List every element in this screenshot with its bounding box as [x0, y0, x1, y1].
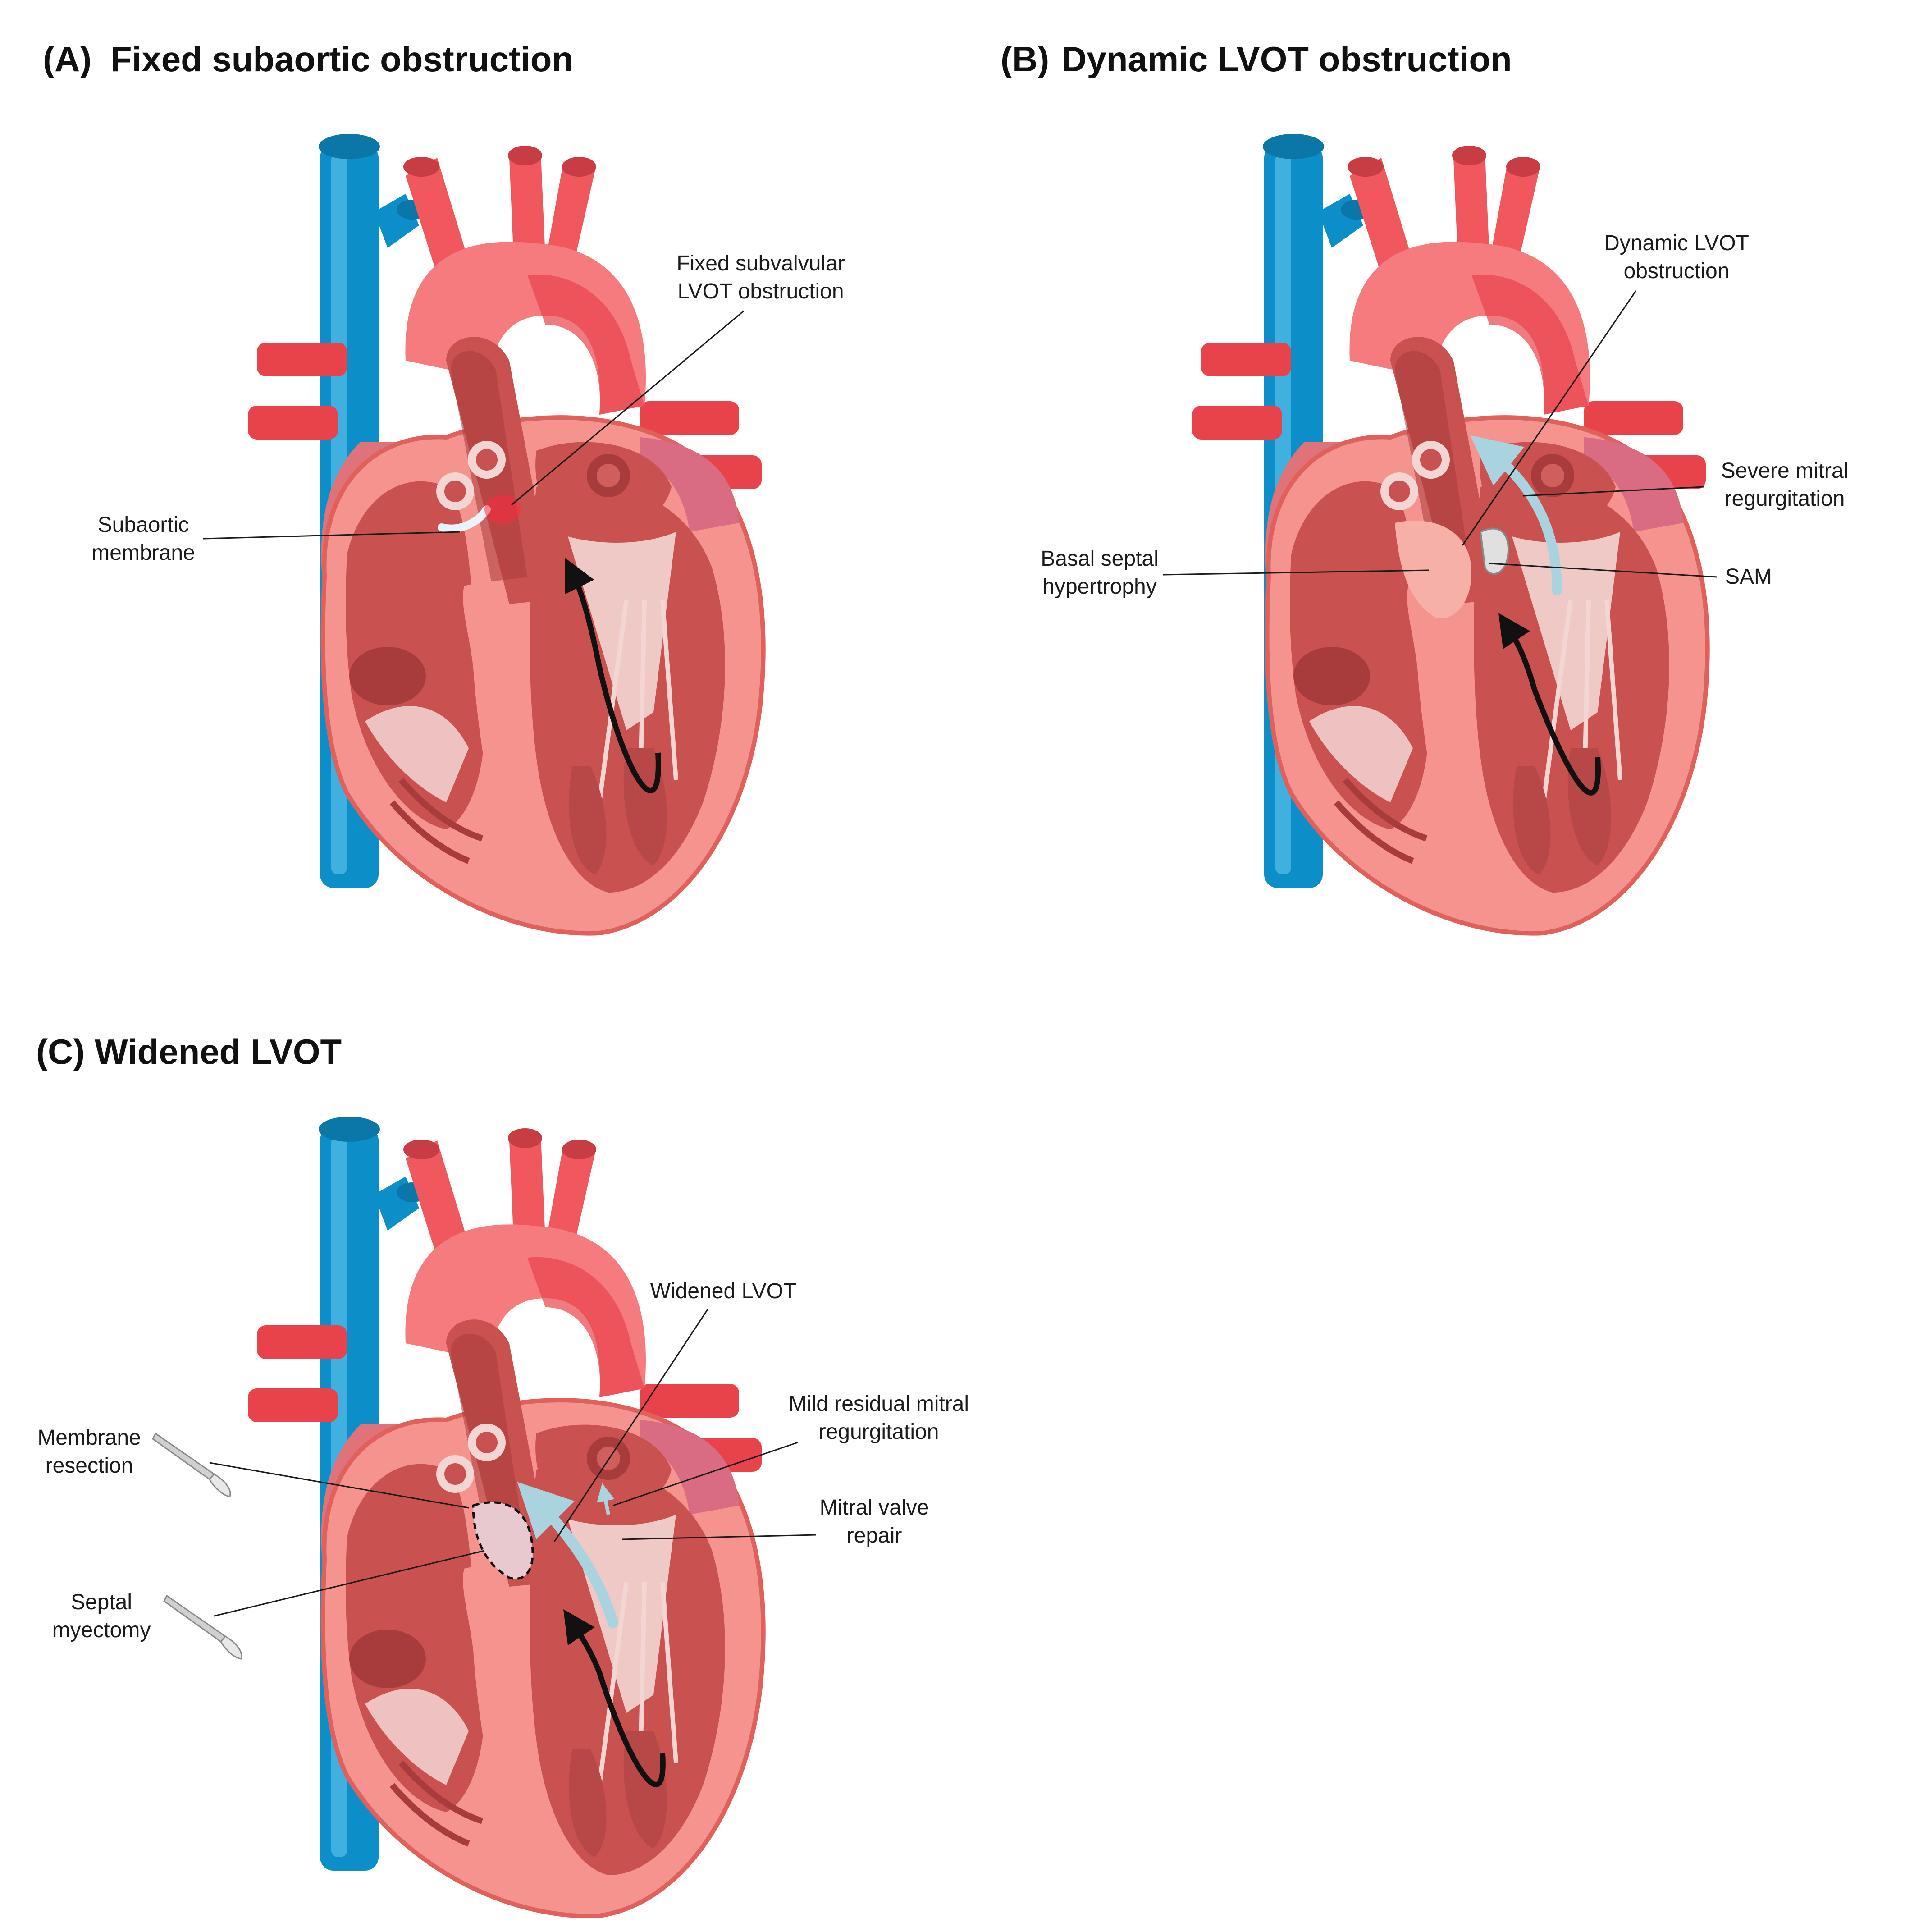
leader-widened-lvot	[553, 1309, 708, 1542]
residual-mr-arrow	[597, 1483, 615, 1515]
panel-a: (A) Fixed subaortic obstruction Fixed su…	[43, 39, 845, 934]
leader-septal-myectomy	[214, 1550, 485, 1617]
label-membrane-resection-line1: Membrane	[37, 1426, 141, 1450]
leader-dynamic-obstruction	[1462, 290, 1637, 546]
label-fixed-obstruction-line1: Fixed subvalvular	[676, 252, 845, 275]
flow-arrow-icon	[565, 558, 661, 793]
label-widened-lvot: Widened LVOT	[650, 1279, 797, 1303]
leader-mitral-repair	[621, 1534, 816, 1540]
label-membrane-resection-line2: resection	[46, 1454, 133, 1478]
panel-c: (C) Widened LVOT Widened LVOT Mild resid…	[36, 1032, 969, 1916]
label-septal-myectomy-line2: myectomy	[52, 1618, 151, 1642]
heart-illustration-a	[248, 134, 763, 934]
obstruction-glow	[484, 495, 521, 524]
lvot-flow-arrow	[517, 1482, 618, 1628]
label-mitral-regurgitation-line2: regurgitation	[1725, 487, 1845, 511]
flow-arrow-icon	[563, 1609, 666, 1787]
label-residual-mr-line2: regurgitation	[819, 1420, 939, 1444]
label-sam: SAM	[1725, 565, 1772, 589]
leader-subaortic-membrane	[202, 531, 460, 540]
panel-c-letter: (C)	[36, 1032, 85, 1071]
septal-hypertrophy-mark	[1395, 520, 1471, 618]
panel-b: (B) Dynamic LVOT obstruction Dynamic LVO…	[1000, 39, 1848, 934]
leader-membrane-resection	[209, 1462, 469, 1509]
panel-b-letter: (B)	[1000, 39, 1049, 79]
label-septal-myectomy-line1: Septal	[71, 1590, 132, 1614]
leader-fixed-obstruction	[511, 310, 744, 506]
label-mitral-repair-line1: Mitral valve	[820, 1496, 929, 1520]
leader-sam	[1489, 563, 1718, 578]
panel-a-title: Fixed subaortic obstruction	[110, 39, 573, 79]
panel-b-title: Dynamic LVOT obstruction	[1061, 39, 1512, 79]
label-subaortic-membrane-line2: membrane	[91, 541, 195, 565]
leader-mitral-regurgitation	[1523, 486, 1704, 497]
label-dynamic-obstruction-line2: obstruction	[1624, 259, 1730, 283]
label-mitral-repair-line2: repair	[847, 1524, 902, 1547]
label-septal-hypertrophy-line1: Basal septal	[1041, 547, 1159, 571]
label-residual-mr-line1: Mild residual mitral	[789, 1392, 969, 1416]
sam-leaflet-mark	[1479, 527, 1509, 575]
panel-c-title: Widened LVOT	[95, 1032, 342, 1071]
subaortic-membrane-mark	[438, 505, 491, 533]
label-mitral-regurgitation-line1: Severe mitral	[1721, 459, 1849, 483]
panel-a-letter: (A)	[43, 39, 91, 79]
label-fixed-obstruction-line2: LVOT obstruction	[677, 279, 844, 303]
heart-illustration-c	[248, 1117, 763, 1916]
label-subaortic-membrane-line1: Subaortic	[98, 513, 189, 537]
label-septal-hypertrophy-line2: hypertrophy	[1042, 575, 1156, 599]
flow-arrow-icon	[1498, 613, 1601, 796]
leader-septal-hypertrophy	[1162, 569, 1429, 576]
scalpel-icon	[163, 1595, 242, 1660]
leader-residual-mr	[612, 1442, 798, 1506]
label-dynamic-obstruction-line1: Dynamic LVOT	[1604, 231, 1749, 255]
